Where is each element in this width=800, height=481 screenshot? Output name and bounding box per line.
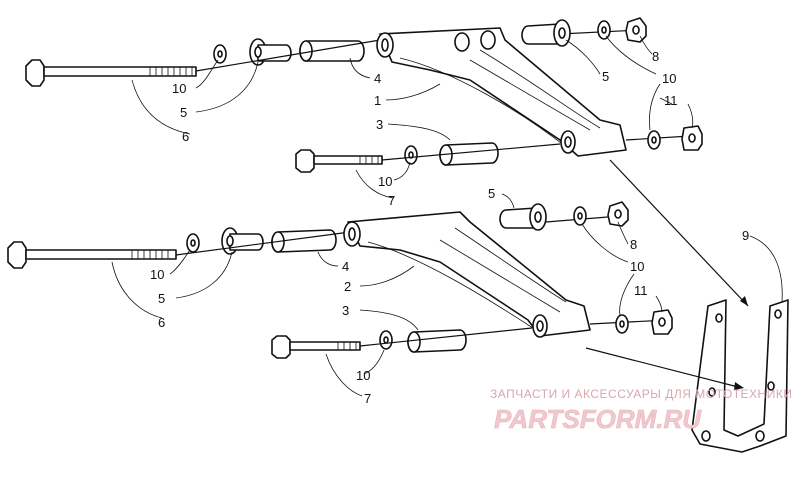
callout-11: 11 bbox=[664, 93, 678, 108]
axis-line-lower-lower bbox=[359, 327, 533, 347]
callout-7: 7 bbox=[364, 391, 371, 406]
mounting-bracket bbox=[691, 299, 789, 453]
lower-a-arm bbox=[343, 211, 591, 338]
upper-a-arm bbox=[376, 27, 627, 157]
callout-1: 1 bbox=[374, 93, 381, 108]
callout-5: 5 bbox=[602, 69, 609, 84]
callout-10: 10 bbox=[662, 71, 676, 86]
washer-lower-right bbox=[573, 206, 587, 226]
callout-5: 5 bbox=[180, 105, 187, 120]
callout-3: 3 bbox=[376, 117, 383, 132]
sleeve-3-lower bbox=[407, 329, 467, 353]
nut-upper bbox=[625, 17, 647, 43]
flanged-bushing-upper-right bbox=[521, 19, 571, 47]
callout-5: 5 bbox=[158, 291, 165, 306]
callout-11: 11 bbox=[634, 283, 648, 298]
callout-7: 7 bbox=[388, 193, 395, 208]
arrow-upper-to-bracket bbox=[609, 159, 749, 307]
callout-5: 5 bbox=[488, 186, 495, 201]
callout-10: 10 bbox=[172, 81, 186, 96]
washer-lower-lower bbox=[379, 330, 393, 350]
axis-line-lower-front bbox=[175, 231, 351, 256]
watermark: ЗАПЧАСТИ И АКСЕССУАРЫ ДЛЯ МОТОТЕХНИКИ PA… bbox=[490, 387, 792, 434]
callout-6: 6 bbox=[182, 129, 189, 144]
callout-labels: 10 5 6 4 1 3 10 7 5 8 10 11 10 5 6 4 2 3… bbox=[150, 49, 749, 406]
flanged-bushing-lower-left bbox=[221, 227, 264, 255]
axis-line-upper-front bbox=[195, 39, 381, 72]
short-bolt-upper bbox=[295, 149, 383, 173]
callout-10: 10 bbox=[630, 259, 644, 274]
washer-upper-lower-right bbox=[647, 130, 661, 150]
washer-lower-left bbox=[186, 233, 200, 253]
washer-upper-right bbox=[597, 20, 611, 40]
short-bolt-lower bbox=[271, 335, 361, 359]
callout-4: 4 bbox=[374, 71, 381, 86]
callout-4: 4 bbox=[342, 259, 349, 274]
callout-10: 10 bbox=[378, 174, 392, 189]
callout-8: 8 bbox=[630, 237, 637, 252]
callout-2: 2 bbox=[344, 279, 351, 294]
lock-nut-lower bbox=[651, 309, 673, 335]
long-bolt-lower bbox=[7, 241, 177, 269]
long-bolt-upper bbox=[25, 59, 197, 87]
callout-6: 6 bbox=[158, 315, 165, 330]
watermark-logo: PARTSFORM.RU bbox=[494, 404, 702, 434]
leader-lines bbox=[111, 35, 783, 397]
flanged-bushing-lower-right bbox=[499, 203, 547, 231]
callout-10: 10 bbox=[356, 368, 370, 383]
flanged-bushing-upper-left bbox=[249, 38, 292, 66]
watermark-caption: ЗАПЧАСТИ И АКСЕССУАРЫ ДЛЯ МОТОТЕХНИКИ bbox=[490, 387, 792, 401]
callout-3: 3 bbox=[342, 303, 349, 318]
sleeve-3-upper bbox=[439, 142, 499, 166]
lock-nut-upper bbox=[681, 125, 703, 151]
axis-line-upper-lower bbox=[381, 143, 561, 161]
callout-9: 9 bbox=[742, 228, 749, 243]
arrow-lower-to-bracket bbox=[585, 347, 744, 390]
nut-lower bbox=[607, 201, 629, 227]
callout-8: 8 bbox=[652, 49, 659, 64]
washer-upper-left bbox=[213, 44, 227, 64]
washer-upper-lower bbox=[404, 145, 418, 165]
callout-10: 10 bbox=[150, 267, 164, 282]
washer-lower-lower-right bbox=[615, 314, 629, 334]
